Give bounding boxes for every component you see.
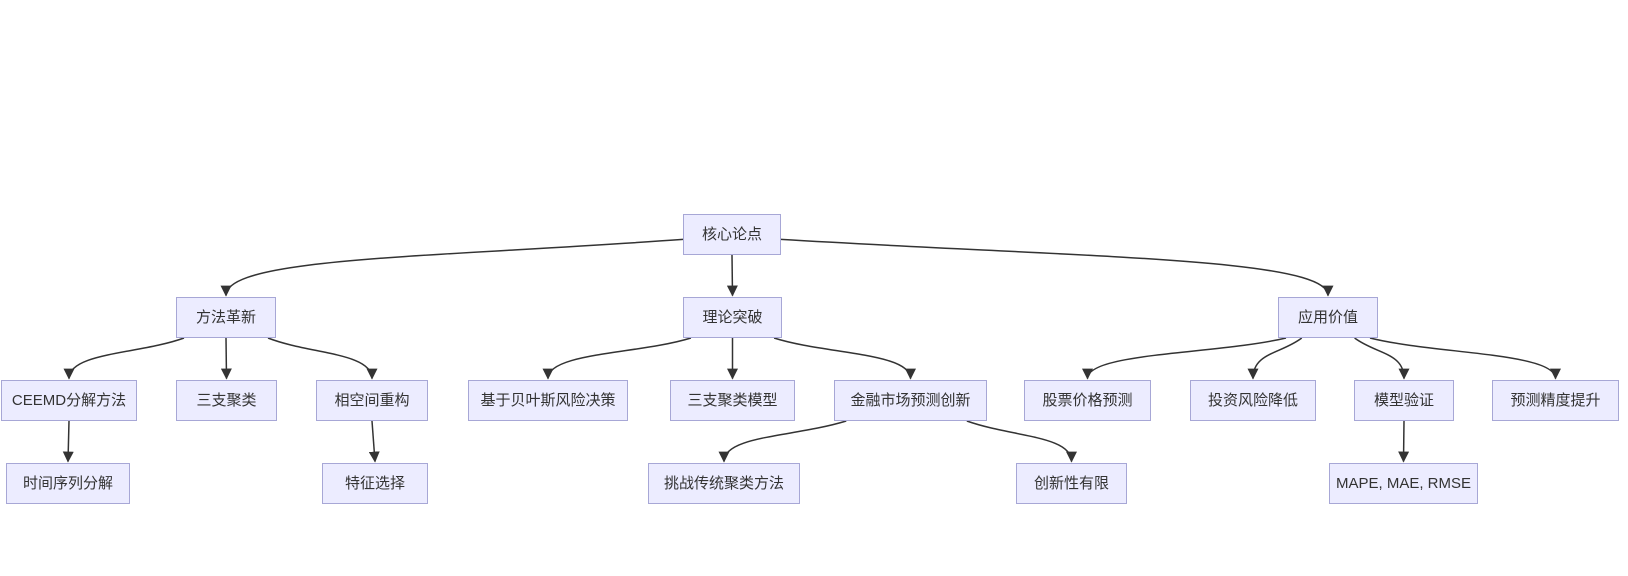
edge-theory-breakthrough-to-bayesian-risk-decision	[542, 337, 692, 380]
node-label: 挑战传统聚类方法	[663, 475, 784, 492]
node-three-way-clustering: 三支聚类	[176, 380, 277, 421]
node-limited-innovation: 创新性有限	[1016, 463, 1127, 504]
edge-financial-market-prediction-innovation-to-limited-innovation	[966, 420, 1077, 463]
node-theory-breakthrough: 理论突破	[683, 297, 782, 338]
edge-application-value-to-stock-price-prediction	[1082, 337, 1287, 380]
node-label: 应用价值	[1297, 309, 1358, 326]
node-stock-price-prediction: 股票价格预测	[1024, 380, 1151, 421]
node-time-series-decomposition: 时间序列分解	[6, 463, 130, 504]
node-label: CEEMD分解方法	[11, 392, 127, 409]
node-label: 理论突破	[702, 309, 763, 326]
node-core-thesis: 核心论点	[683, 214, 781, 255]
edge-core-thesis-to-theory-breakthrough	[726, 254, 738, 297]
node-method-innovation: 方法革新	[176, 297, 276, 338]
node-feature-selection: 特征选择	[322, 463, 428, 504]
node-application-value: 应用价值	[1278, 297, 1378, 338]
node-label: 基于贝叶斯风险决策	[480, 392, 616, 409]
edge-phase-space-reconstruction-to-feature-selection	[368, 420, 380, 463]
edge-theory-breakthrough-to-financial-market-prediction-innovation	[773, 337, 916, 380]
edge-method-innovation-to-ceemd-decomposition	[63, 337, 185, 380]
node-label: 方法革新	[195, 309, 256, 326]
edge-model-validation-to-evaluation-metrics	[1398, 420, 1410, 463]
edge-application-value-to-investment-risk-reduction	[1247, 337, 1303, 380]
node-phase-space-reconstruction: 相空间重构	[316, 380, 428, 421]
node-label: 三支聚类	[196, 392, 257, 409]
node-label: 三支聚类模型	[687, 392, 778, 409]
node-challenge-traditional-clustering: 挑战传统聚类方法	[648, 463, 800, 504]
node-financial-market-prediction-innovation: 金融市场预测创新	[834, 380, 987, 421]
edge-method-innovation-to-three-way-clustering	[220, 337, 232, 380]
node-label: 模型验证	[1373, 392, 1434, 409]
node-label: 创新性有限	[1033, 475, 1109, 492]
edge-method-innovation-to-phase-space-reconstruction	[267, 337, 378, 380]
node-model-validation: 模型验证	[1354, 380, 1454, 421]
node-evaluation-metrics: MAPE, MAE, RMSE	[1329, 463, 1478, 504]
node-label: 金融市场预测创新	[850, 392, 971, 409]
edge-core-thesis-to-method-innovation	[220, 238, 684, 297]
node-label: 股票价格预测	[1042, 392, 1133, 409]
edge-application-value-to-prediction-accuracy-improvement	[1369, 337, 1561, 380]
node-label: 核心论点	[701, 226, 762, 243]
node-prediction-accuracy-improvement: 预测精度提升	[1492, 380, 1619, 421]
edge-ceemd-decomposition-to-time-series-decomposition	[62, 420, 74, 463]
node-bayesian-risk-decision: 基于贝叶斯风险决策	[468, 380, 628, 421]
node-label: 相空间重构	[334, 392, 410, 409]
node-label: 特征选择	[344, 475, 405, 492]
node-label: MAPE, MAE, RMSE	[1335, 475, 1472, 492]
node-label: 预测精度提升	[1510, 392, 1601, 409]
node-label: 时间序列分解	[22, 475, 113, 492]
node-ceemd-decomposition: CEEMD分解方法	[1, 380, 137, 421]
edge-core-thesis-to-application-value	[780, 238, 1334, 297]
node-label: 投资风险降低	[1207, 392, 1298, 409]
node-investment-risk-reduction: 投资风险降低	[1190, 380, 1316, 421]
node-three-way-clustering-model: 三支聚类模型	[670, 380, 795, 421]
edge-application-value-to-model-validation	[1354, 337, 1410, 380]
edge-financial-market-prediction-innovation-to-challenge-traditional-clustering	[718, 420, 847, 463]
